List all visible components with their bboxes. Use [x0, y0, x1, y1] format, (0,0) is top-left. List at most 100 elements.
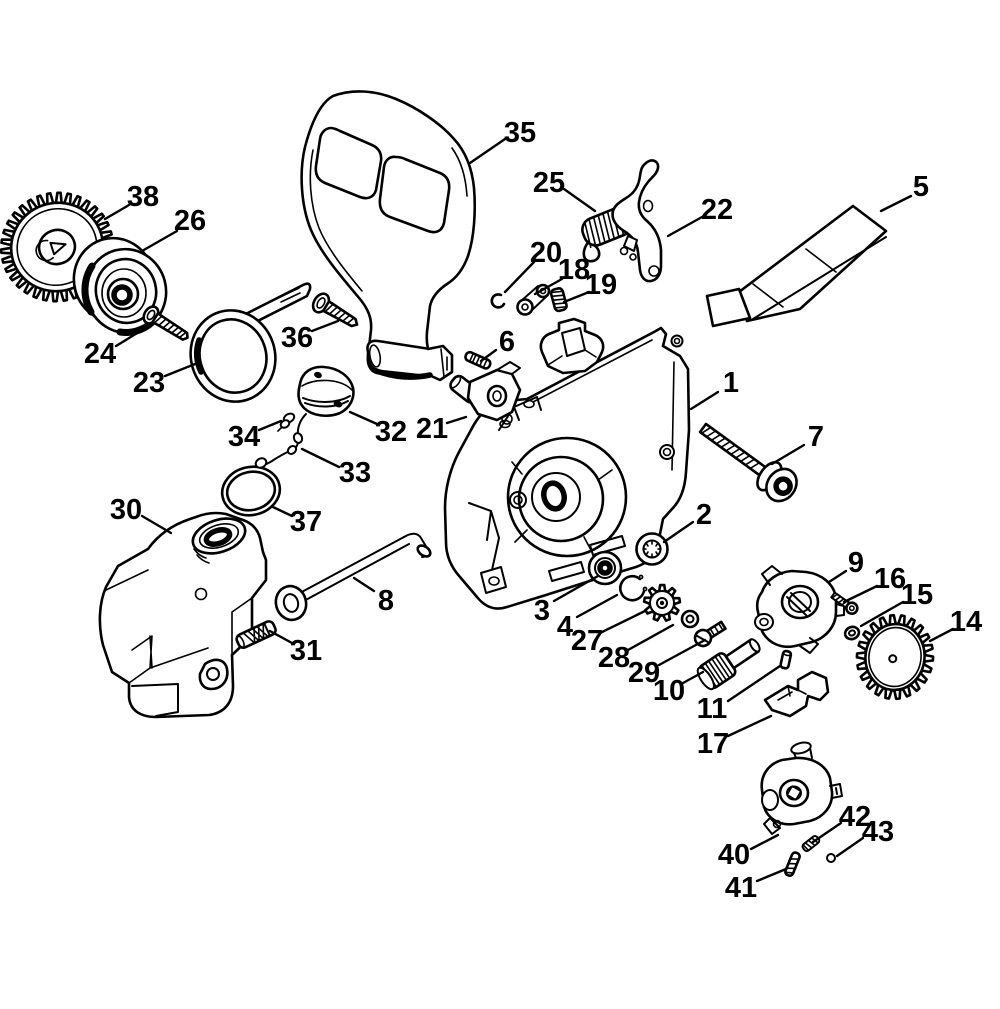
pin-41-part: [784, 851, 801, 877]
snap-ring-part: [619, 574, 648, 602]
callout-6-leader-line: [479, 348, 498, 363]
callout-37-label: 37: [290, 506, 322, 538]
washer-28-part: [680, 609, 700, 629]
callout-31-label: 31: [290, 635, 322, 667]
brake-band-part: [189, 282, 312, 403]
callout-38-leader-line: [103, 203, 131, 221]
callout-4-label: 4: [557, 611, 573, 643]
callout-32-label: 32: [375, 416, 407, 448]
callout-14-leader-line: [928, 627, 955, 643]
callout-42-leader-line: [811, 821, 843, 844]
screw-7-part: [698, 422, 798, 503]
callout-3-leader-line: [552, 574, 600, 603]
callout-17-label: 17: [697, 728, 729, 760]
washer-15-part: [843, 625, 861, 641]
pin-6-part: [464, 350, 492, 370]
callout-17-leader-line: [726, 714, 773, 738]
callout-29-label: 29: [628, 657, 660, 689]
callout-43-leader-line: [835, 836, 865, 858]
callout-22-label: 22: [701, 194, 733, 226]
callout-24-leader-line: [114, 322, 154, 348]
callout-26-label: 26: [174, 205, 206, 237]
callout-10-leader-line: [681, 670, 705, 685]
callout-23-leader-line: [163, 360, 202, 378]
callout-20-label: 20: [530, 237, 562, 269]
callout-22-leader-line: [666, 215, 704, 238]
fuel-tank-part: [98, 511, 268, 719]
callout-33-label: 33: [339, 457, 371, 489]
tank-cap-part: [297, 365, 355, 418]
callout-28-label: 28: [598, 642, 630, 674]
hand-guard-part: [300, 90, 477, 382]
callout-21-label: 21: [416, 413, 448, 445]
clamp-block-part: [763, 670, 830, 718]
retainer-chain-part: [254, 413, 307, 469]
callout-30-label: 30: [110, 494, 142, 526]
pickup-tube-part: [274, 532, 432, 622]
callout-34-leader-line: [257, 419, 283, 432]
pin-11-part: [779, 649, 793, 670]
callout-6-label: 6: [499, 326, 515, 358]
brake-lever-part: [611, 159, 663, 283]
callout-7-label: 7: [808, 421, 824, 453]
callout-9-label: 9: [848, 547, 864, 579]
callout-30-leader-line: [140, 514, 173, 535]
callout-1-leader-line: [689, 390, 720, 411]
callout-25-leader-line: [562, 187, 597, 213]
callout-16-label: 16: [874, 563, 906, 595]
callout-2-leader-line: [662, 520, 695, 544]
clip-20-part: [490, 293, 506, 309]
callout-19-leader-line: [562, 290, 591, 304]
callout-10-label: 10: [653, 675, 685, 707]
callout-20-leader-line: [503, 260, 536, 294]
callout-19-label: 19: [585, 269, 617, 301]
bearing-2-part: [635, 532, 669, 566]
callout-1-label: 1: [723, 367, 739, 399]
callout-25-label: 25: [533, 167, 565, 199]
callout-40-label: 40: [718, 839, 750, 871]
sprocket-part: [855, 613, 935, 701]
callout-5-label: 5: [913, 171, 929, 203]
callout-32-leader-line: [348, 410, 379, 426]
callout-28-leader-line: [626, 623, 675, 652]
crankcase-part: [443, 317, 691, 610]
callout-15-leader-line: [859, 600, 905, 628]
screw-16-part: [830, 591, 859, 615]
deflector-plate-part: [705, 204, 888, 328]
callout-9-leader-line: [827, 569, 848, 584]
clip-34-part: [277, 412, 296, 432]
callout-38-label: 38: [127, 181, 159, 213]
spring-19-part: [549, 287, 568, 313]
screw-24-part: [142, 305, 189, 341]
oil-pump-40-part: [760, 741, 843, 835]
callout-35-label: 35: [504, 117, 536, 149]
callout-27-leader-line: [598, 609, 647, 635]
worm-drive-part: [696, 638, 761, 691]
callout-8-leader-line: [352, 576, 376, 593]
callout-42-label: 42: [839, 801, 871, 833]
callout-40-leader-line: [749, 833, 780, 851]
callout-31-leader-line: [268, 629, 294, 645]
callout-11-label: 11: [697, 693, 728, 725]
filter-part: [235, 620, 277, 649]
callout-24-label: 24: [84, 338, 116, 370]
callout-35-leader-line: [468, 137, 507, 165]
callout-26-leader-line: [140, 229, 179, 253]
clutch-drum-part: [72, 236, 168, 336]
callout-7-leader-line: [770, 443, 806, 466]
callout-37-leader-line: [271, 505, 294, 518]
callout-2-label: 2: [696, 499, 712, 531]
callout-36-label: 36: [281, 322, 313, 354]
callout-5-leader-line: [879, 194, 913, 213]
callout-15-label: 15: [901, 579, 933, 611]
o-ring-part: [220, 465, 282, 517]
callout-8-label: 8: [378, 585, 394, 617]
callout-43-label: 43: [862, 816, 894, 848]
callout-14-label: 14: [950, 606, 982, 638]
callout-3-label: 3: [534, 595, 550, 627]
part-drawings: [0, 90, 935, 877]
latch-lever-part: [516, 283, 551, 316]
callout-29-leader-line: [657, 638, 707, 667]
callout-23-label: 23: [133, 367, 165, 399]
